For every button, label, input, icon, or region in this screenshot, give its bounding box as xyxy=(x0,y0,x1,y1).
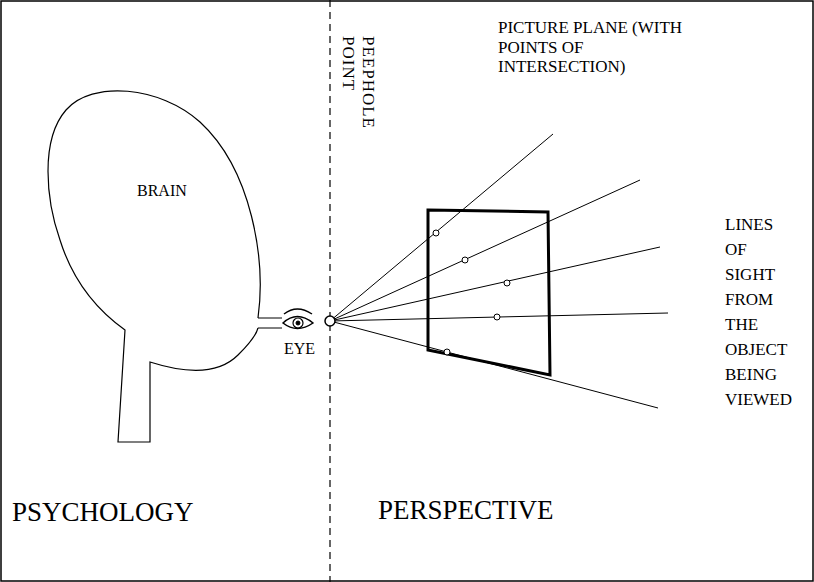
peephole-point xyxy=(325,316,335,326)
divider-line xyxy=(329,0,330,582)
picture-plane xyxy=(428,210,550,375)
eye-symbol xyxy=(283,309,313,329)
brain-outline: BRAIN xyxy=(45,70,270,450)
lines-of-sight-label: LINES OF SIGHT FROM THE OBJECT BEING VIE… xyxy=(725,212,797,412)
eye-label: EYE xyxy=(284,340,315,358)
node-label: BRAIN xyxy=(137,182,187,200)
peephole-label: PEEPHOLE POINT xyxy=(338,36,378,146)
region-label: PSYCHOLOGY xyxy=(12,497,194,528)
picture-plane-label: PICTURE PLANE (WITH POINTS OF INTERSECTI… xyxy=(498,18,698,77)
lines-of-sight xyxy=(330,134,668,408)
brain-shape xyxy=(45,70,270,450)
optic-stub xyxy=(258,318,282,328)
region-label: PERSPECTIVE xyxy=(378,495,554,526)
intersection-points xyxy=(433,230,510,355)
